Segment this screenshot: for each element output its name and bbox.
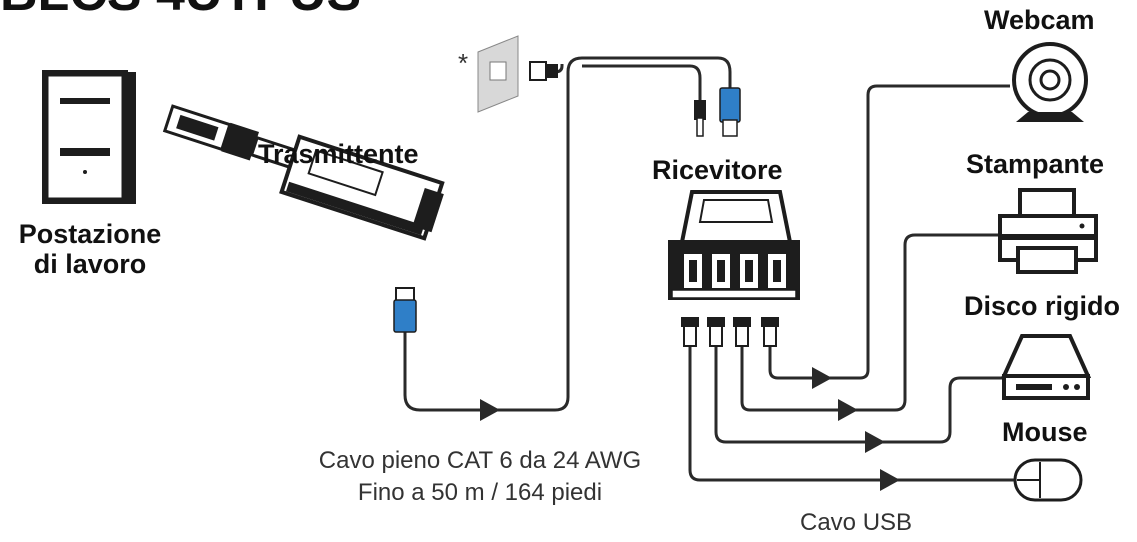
usb-cable-harddisk (714, 345, 1010, 444)
hard-disk-icon (1000, 334, 1092, 400)
webcam-icon (1012, 42, 1088, 122)
label-hard-disk: Disco rigido (964, 291, 1121, 321)
label-mouse: Mouse (1002, 417, 1088, 447)
rj45-connector-transmitter (393, 287, 417, 333)
wall-outlet-asterisk: * (458, 48, 468, 78)
usb-cable-printer (740, 233, 1000, 412)
label-cable-cat6-line1: Cavo pieno CAT 6 da 24 AWG (318, 447, 642, 474)
usb-hub-receiver-icon (668, 190, 800, 300)
mouse-icon (1013, 458, 1083, 502)
label-workstation: Postazione di lavoro (18, 219, 162, 279)
power-plug (529, 61, 558, 81)
receiver-input-plugs (694, 87, 741, 137)
receiver-output-plugs (681, 317, 779, 347)
label-cable-cat6-line2: Fino a 50 m / 164 piedi (357, 479, 603, 506)
label-receiver: Ricevitore (652, 155, 783, 185)
usb-extender-transmitter-icon (162, 104, 445, 241)
label-cable-usb: Cavo USB (800, 509, 913, 536)
printer-icon (998, 188, 1098, 274)
usb-cable-mouse (688, 345, 1015, 482)
label-printer: Stampante (966, 149, 1105, 179)
tower-pc-icon (42, 70, 136, 204)
cable-lines (403, 56, 1015, 482)
usb-cable-webcam (768, 84, 1010, 380)
cat6-cable (403, 56, 732, 412)
flow-arrows (480, 367, 900, 491)
label-webcam: Webcam (984, 5, 1095, 35)
label-transmitter: Trasmittente (258, 139, 419, 169)
wall-outlet-icon (477, 35, 519, 113)
header-title-partial: BLCS 4UTPUS (0, 0, 361, 22)
